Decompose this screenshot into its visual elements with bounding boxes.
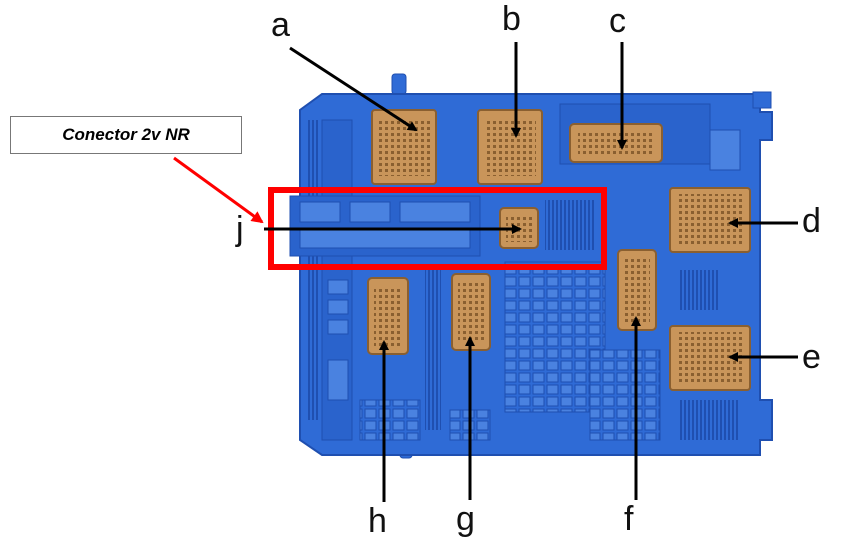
label-b: b (502, 0, 521, 38)
label-g: g (456, 500, 475, 538)
connector-h (367, 277, 409, 355)
pointer-arrows (264, 42, 798, 502)
label-c: c (609, 2, 626, 40)
label-h: h (368, 502, 387, 540)
callout-text: Conector 2v NR (62, 125, 190, 144)
label-e: e (802, 338, 821, 376)
label-f: f (624, 500, 634, 538)
arrow-a (289, 46, 418, 132)
connector-g (451, 273, 491, 351)
connector-f (617, 249, 657, 331)
callout-box: Conector 2v NR (10, 116, 242, 154)
label-d: d (802, 202, 821, 240)
callout-arrow (173, 156, 264, 224)
connector-a (371, 109, 437, 185)
label-a: a (271, 6, 290, 44)
label-j: j (236, 210, 244, 248)
connector-c (569, 123, 663, 163)
connector-b (477, 109, 543, 185)
connector-d (669, 187, 751, 253)
